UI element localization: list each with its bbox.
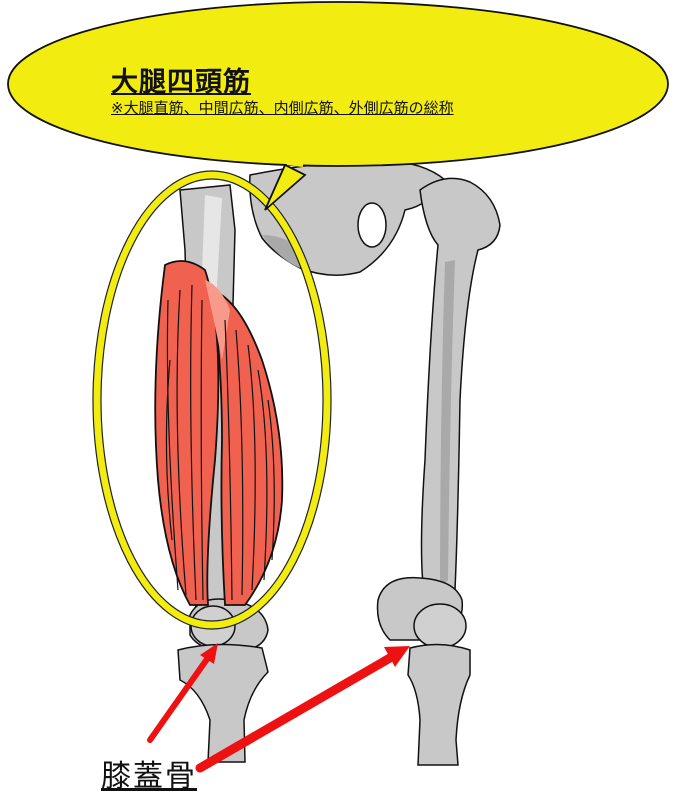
patella-arrows — [147, 643, 410, 773]
patella-label: 膝蓋骨 — [101, 759, 197, 794]
callout-title: 大腿四頭筋 — [111, 67, 251, 98]
left-tibia — [177, 643, 269, 763]
callout-subtitle: ※大腿直筋、中間広筋、内側広筋、外側広筋の総称 — [111, 99, 454, 117]
quadriceps-muscle — [154, 260, 284, 606]
arrow-to-right-patella — [195, 650, 400, 773]
thigh-highlight-inner-stroke — [100, 178, 324, 622]
muscle-fiber-lines — [165, 284, 275, 601]
vastus-lateralis — [210, 288, 284, 606]
thigh-highlight-outer-stroke — [92, 170, 332, 630]
arrow-to-left-patella — [147, 649, 215, 743]
right-knee-joint — [376, 576, 467, 649]
thigh-highlight-ellipse — [93, 171, 331, 629]
right-tibia — [407, 643, 471, 766]
right-femur — [419, 177, 501, 601]
callout-bubble — [7, 1, 669, 211]
rectus-femoris — [154, 260, 220, 606]
